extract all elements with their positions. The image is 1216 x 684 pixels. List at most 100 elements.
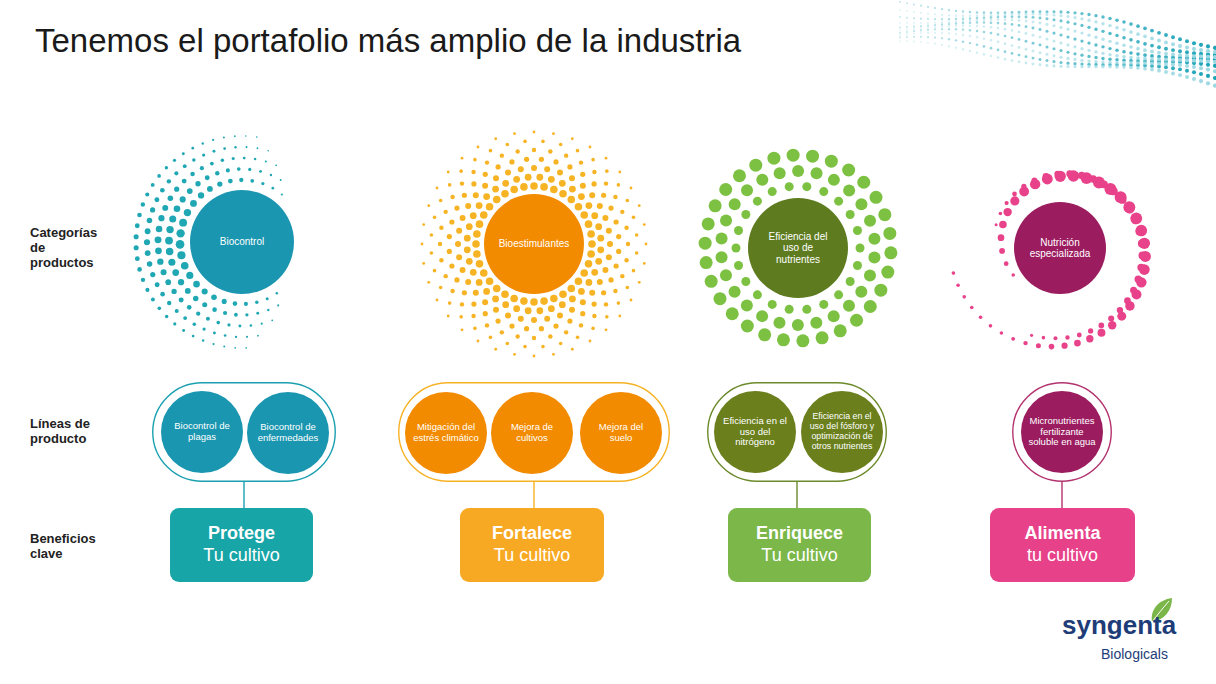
dot [785,305,794,314]
dot [524,157,529,162]
dot [948,9,950,11]
dot [539,326,544,331]
dot [477,146,480,149]
dot [1052,18,1055,21]
dot [1018,30,1021,33]
dot [1115,18,1119,22]
dot [539,157,544,162]
dot [1080,54,1083,57]
dot [1108,61,1111,64]
dot [983,45,986,48]
dot [466,223,473,230]
dot [990,32,993,35]
dot [1010,196,1019,205]
dot [1108,53,1111,56]
dot [806,150,819,163]
dot [1025,40,1028,43]
dot [976,11,979,14]
dot [433,216,437,220]
dot [606,228,612,234]
dot [1080,17,1083,20]
dot [1199,54,1203,58]
dot [962,40,964,42]
dot [567,285,575,293]
dot [856,244,865,253]
dot [1123,201,1135,213]
dot [1032,177,1038,183]
dot [476,260,484,268]
dot [541,140,545,144]
dot [1052,60,1055,63]
dot [486,203,494,211]
dot [768,300,777,309]
dot [187,305,192,310]
dot [202,302,207,307]
dot [934,18,936,20]
dot [1131,216,1139,224]
dot [259,170,262,173]
dot [1164,47,1168,51]
dot [846,277,855,286]
dot [221,159,224,162]
dot [620,274,624,278]
dot [948,21,950,23]
dot [626,199,630,203]
dot [1032,50,1035,53]
dot [1023,341,1027,345]
dot [1178,63,1182,67]
dot [1039,10,1042,13]
dot [962,34,964,36]
dot [1143,57,1147,61]
circle-shape [484,194,584,294]
dot [1004,42,1007,45]
dot [955,39,957,41]
dot [976,25,979,28]
dot [473,192,479,198]
dot [1143,34,1147,38]
dot [483,311,488,316]
dot [471,302,476,307]
dot [1115,34,1119,38]
dot [559,301,566,308]
dot [906,22,908,24]
dot [976,19,979,22]
dot [569,307,575,313]
dot [1059,19,1062,22]
dot [1115,48,1119,52]
dot [1011,13,1014,16]
dot [920,36,922,38]
dot [576,336,580,340]
dot [1004,22,1007,25]
dot [559,190,567,198]
dot [1039,28,1042,31]
dot [1045,13,1048,16]
dot [1080,65,1083,68]
dot [741,184,753,196]
dot [591,327,595,331]
dot [638,204,641,207]
dot [635,251,639,255]
dot [150,272,155,277]
dot [165,279,171,285]
dot [1178,37,1182,41]
dot [1136,228,1144,236]
dot [238,325,241,328]
dot [962,20,964,22]
dot [448,301,452,305]
dot [990,21,993,24]
dot [969,21,971,23]
dot [559,180,566,187]
dot [1025,16,1028,19]
node-label: Mitigación del estrés climático [413,422,479,443]
dot [1129,61,1133,65]
dot [941,32,943,34]
dot [207,186,213,192]
dot [1108,65,1111,68]
dot [941,21,943,23]
dot [1042,336,1046,340]
dot [819,300,828,309]
dot [955,20,957,22]
dot [256,312,259,315]
dot [436,187,439,190]
dot [1171,42,1175,46]
